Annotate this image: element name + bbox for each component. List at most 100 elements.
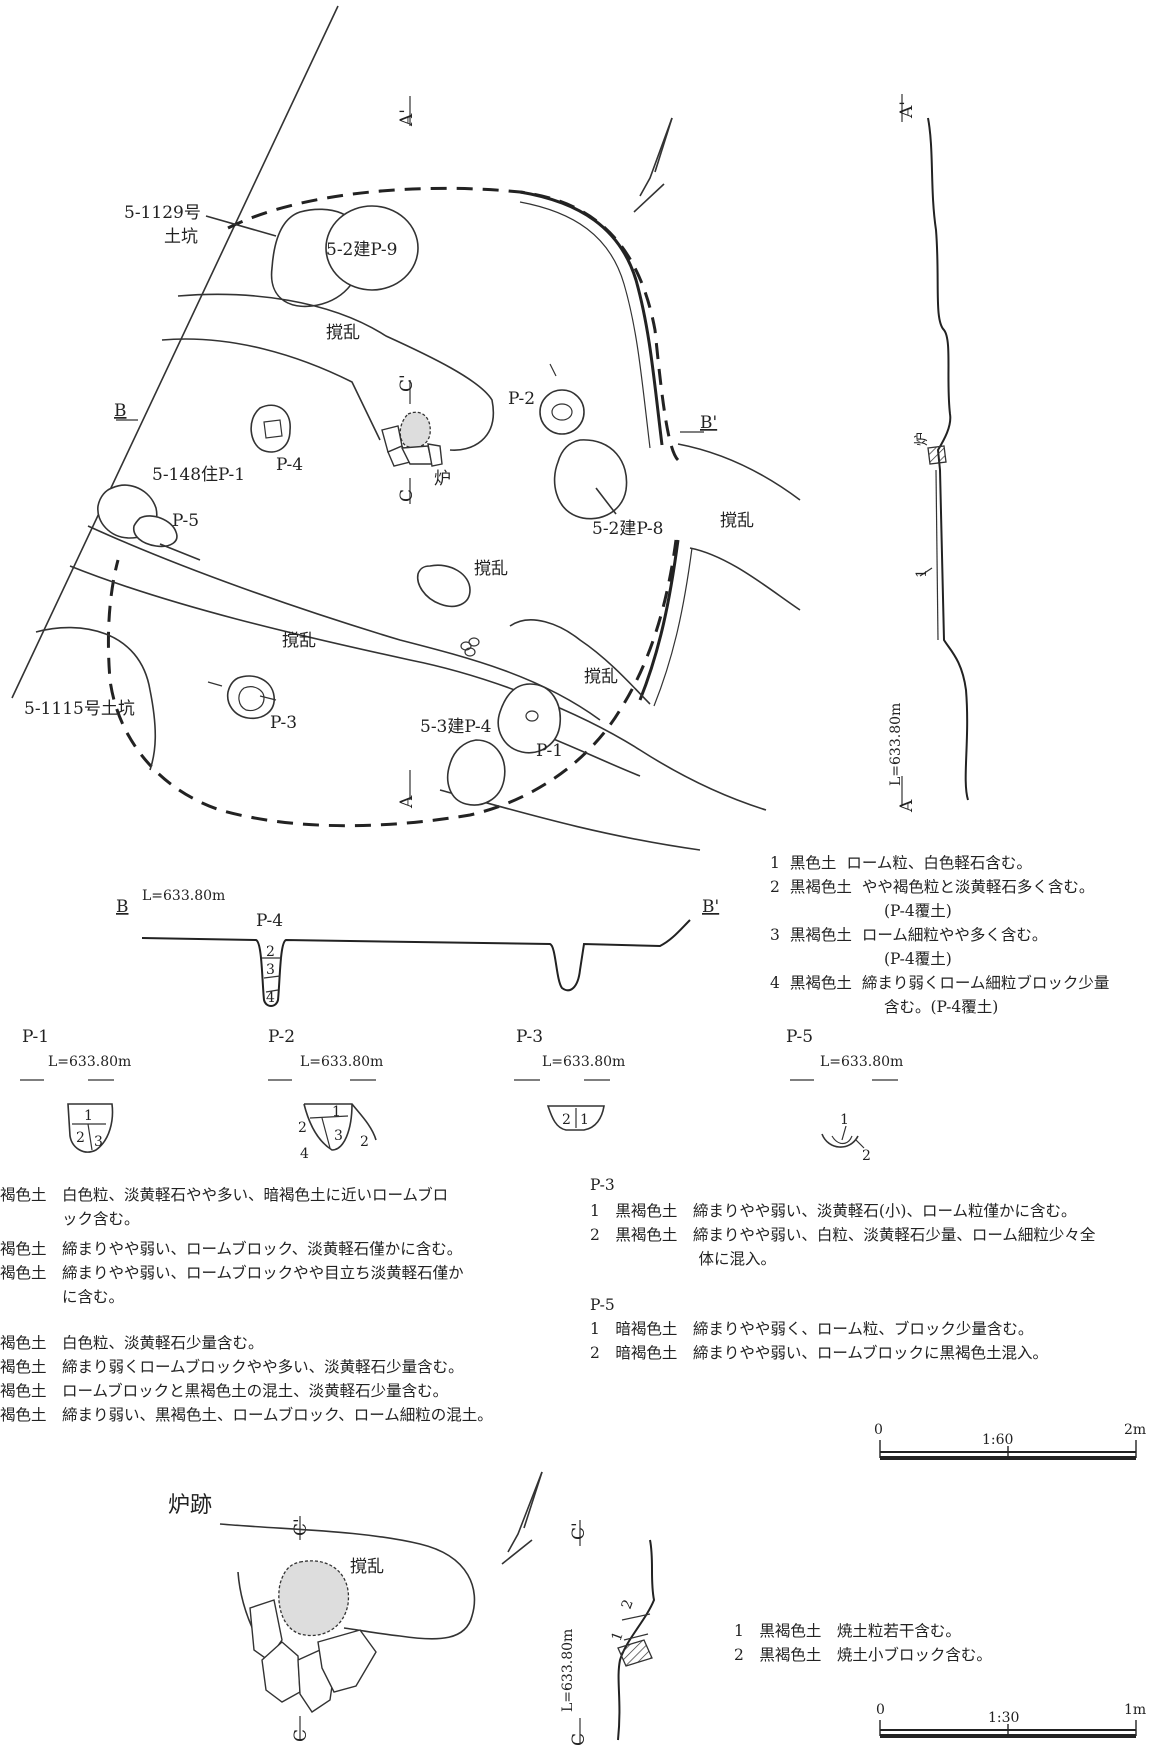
- hearth-section-layer-1: 1: [609, 1630, 627, 1644]
- north-arrow-icon: [633, 117, 673, 213]
- pit-section-p5: P-5 L=633.80m 1 2: [786, 1027, 903, 1164]
- pit-section-p5-level: L=633.80m: [820, 1054, 903, 1070]
- pit-section-p2-layer-3: 3: [334, 1128, 343, 1144]
- pit-legend-left: 褐色土 白色粒、淡黄軽石やや多い、暗褐色土に近いロームブロ ック含む。 褐色土 …: [0, 1185, 493, 1424]
- disturbance-top-band: [177, 293, 495, 451]
- hearth-stones: [381, 425, 443, 467]
- pit-section-p3-level: L=633.80m: [542, 1054, 625, 1070]
- label-p8: 5-2建P-8: [592, 519, 663, 539]
- section-a-hearth: 炉: [914, 432, 930, 446]
- pit-legend-left-line-3: 褐色土 締まりやや弱い、ロームブロック、淡黄軽石僅かに含む。: [0, 1239, 462, 1258]
- pit-1115-arc: [35, 626, 157, 771]
- section-a-profile: [927, 117, 969, 801]
- pit-section-p5-layer-2: 2: [862, 1148, 871, 1164]
- scale-30-zero: 0: [876, 1702, 885, 1718]
- label-a: A: [397, 795, 417, 809]
- pit-legend-p3: P-3 1 黒褐色土 締まりやや弱い、淡黄軽石(小)、ローム粒僅かに含む。 2 …: [590, 1176, 1096, 1268]
- label-pit-1115: 5-1115号土坑: [24, 699, 135, 719]
- pit-section-p1-layer-1: 1: [84, 1108, 93, 1124]
- scale-bar-1-30: 0 1:30 1m: [876, 1702, 1146, 1738]
- legend-hearth-line-1: 1 黒褐色土 焼土粒若干含む。: [734, 1622, 961, 1640]
- hearth-detail-title: 炉跡: [168, 1493, 212, 1518]
- pit-legend-p5: P-5 1 暗褐色土 締まりやや弱く、ローム粒、ブロック少量含む。 2 暗褐色土…: [590, 1296, 1048, 1362]
- label-p9: 5-2建P-9: [326, 240, 397, 260]
- section-a-layer: 1: [914, 569, 930, 578]
- excavation-boundary-line: [11, 5, 339, 699]
- pit-section-p2-level: L=633.80m: [300, 1054, 383, 1070]
- label-p5: P-5: [172, 511, 199, 531]
- pit-legend-p5-line-2: 2 暗褐色土 締まりやや弱い、ロームブロックに黒褐色土混入。: [590, 1343, 1048, 1362]
- pit-p4-plan: [250, 404, 291, 453]
- dwelling-outline-estimated: [106, 186, 680, 828]
- hearth-detail: 炉跡 C' C 撹乱 C' C L=633.80m 2: [168, 1471, 656, 1746]
- section-b-layer-4: 4: [266, 990, 275, 1006]
- pit-section-p3-layer-1: 1: [580, 1112, 589, 1128]
- pit-section-p1-layer-2: 2: [76, 1130, 85, 1146]
- scale-bar-1-60: 0 1:60 2m: [874, 1422, 1146, 1460]
- scale-30-max: 1m: [1124, 1702, 1146, 1718]
- pit-legend-p3-line-2: 2 黒褐色土 締まりやや弱い、白粒、淡黄軽石少量、ローム細粒少々全: [590, 1226, 1096, 1244]
- label-p3: P-3: [270, 713, 297, 733]
- label-disturbance-center: 撹乱: [474, 559, 508, 579]
- hearth-detail-burnt-area: [278, 1560, 350, 1637]
- hearth-section-level: L=633.80m: [560, 1629, 576, 1712]
- pit-legend-left-line-4: 褐色土 締まりやや弱い、ロームブロックやや目立ち淡黄軽石僅か: [0, 1263, 464, 1282]
- hearth-detail-stones: [249, 1599, 377, 1713]
- pit-3-p4: [497, 683, 562, 754]
- pit-legend-left-line-2: ック含む。: [0, 1210, 140, 1228]
- label-c: C: [397, 489, 417, 502]
- section-b-label-b: B: [116, 897, 129, 917]
- pit-legend-left-line-9: 褐色土 締まり弱い、黒褐色土、ロームブロック、ローム細粒の混土。: [0, 1405, 493, 1424]
- legend-a-item-2-note: (P-4覆土): [884, 902, 952, 920]
- label-p2: P-2: [508, 389, 535, 409]
- pit-p2-plan: [539, 389, 585, 435]
- legend-hearth: 1 黒褐色土 焼土粒若干含む。 2 黒褐色土 焼土小ブロック含む。: [734, 1622, 992, 1664]
- label-p1: P-1: [536, 741, 563, 761]
- section-b-label-b-prime: B': [702, 897, 719, 917]
- pit-section-p2-layer-2a: 2: [298, 1120, 307, 1136]
- label-hearth: 炉: [434, 469, 451, 489]
- scale-60-zero: 0: [874, 1422, 883, 1438]
- pit-section-p2: P-2 L=633.80m 2 1 3 2 4: [268, 1027, 383, 1162]
- dwelling-wall: [519, 190, 664, 446]
- section-b-layer-2: 2: [266, 944, 275, 960]
- label-c-prime: C': [397, 374, 417, 392]
- section-a-label-a: A: [897, 799, 917, 813]
- label-p3-4: 5-3建P-4: [420, 717, 491, 737]
- pit-sections: P-1 L=633.80m 1 2 3 P-2 L=633.80m 2 1 3 …: [20, 1027, 903, 1164]
- pit-legend-left-line-5: に含む。: [0, 1288, 124, 1306]
- disturbance-center-pit: [416, 564, 471, 608]
- small-stones: [460, 637, 480, 657]
- section-a-label-a-prime: A': [897, 101, 917, 119]
- plan-view: 5-1129号 土坑 5-2建P-9 撹乱 C' C 炉 P-2 B B' P-…: [11, 5, 801, 851]
- hearth-north-arrow-icon: [501, 1471, 543, 1565]
- hearth-section-c: C: [569, 1733, 589, 1746]
- pit-section-p1-level: L=633.80m: [48, 1054, 131, 1070]
- section-b: B L=633.80m B' P-4 2 3 4: [116, 888, 719, 1007]
- pit-section-p1-layer-3: 3: [94, 1134, 103, 1150]
- pit-p3-plan: [226, 675, 275, 720]
- pit-section-p5-layer-1: 1: [840, 1112, 849, 1128]
- pit-legend-left-line-1: 褐色土 白色粒、淡黄軽石やや多い、暗褐色土に近いロームブロ: [0, 1185, 448, 1204]
- scale-60-ratio: 1:60: [982, 1432, 1013, 1448]
- pit-section-p2-layer-4: 4: [300, 1146, 309, 1162]
- pit-p5-plan: [132, 515, 178, 548]
- pit-legend-left-line-7: 褐色土 締まり弱くロームブロックやや多い、淡黄軽石少量含む。: [0, 1357, 464, 1376]
- section-b-level: L=633.80m: [142, 888, 225, 904]
- label-p4: P-4: [276, 455, 303, 475]
- label-disturbance-lower: 撹乱: [584, 667, 618, 687]
- section-a: A' A L=633.80m 炉 1: [888, 94, 969, 813]
- pit-legend-p3-line-1: 1 黒褐色土 締まりやや弱い、淡黄軽石(小)、ローム粒僅かに含む。: [590, 1202, 1077, 1220]
- hearth-burnt-area: [399, 411, 431, 449]
- pit-legend-p5-title: P-5: [590, 1296, 615, 1314]
- pit-legend-p5-line-1: 1 暗褐色土 締まりやや弱く、ローム粒、ブロック少量含む。: [590, 1319, 1033, 1338]
- pit-legend-p3-title: P-3: [590, 1176, 615, 1194]
- hearth-section-layer-2: 2: [619, 1598, 637, 1612]
- pit-section-p2-layer-2b: 2: [360, 1134, 369, 1150]
- pit-section-p1-name: P-1: [22, 1027, 49, 1047]
- label-disturbance-top: 撹乱: [326, 323, 360, 343]
- scale-30-ratio: 1:30: [988, 1710, 1019, 1726]
